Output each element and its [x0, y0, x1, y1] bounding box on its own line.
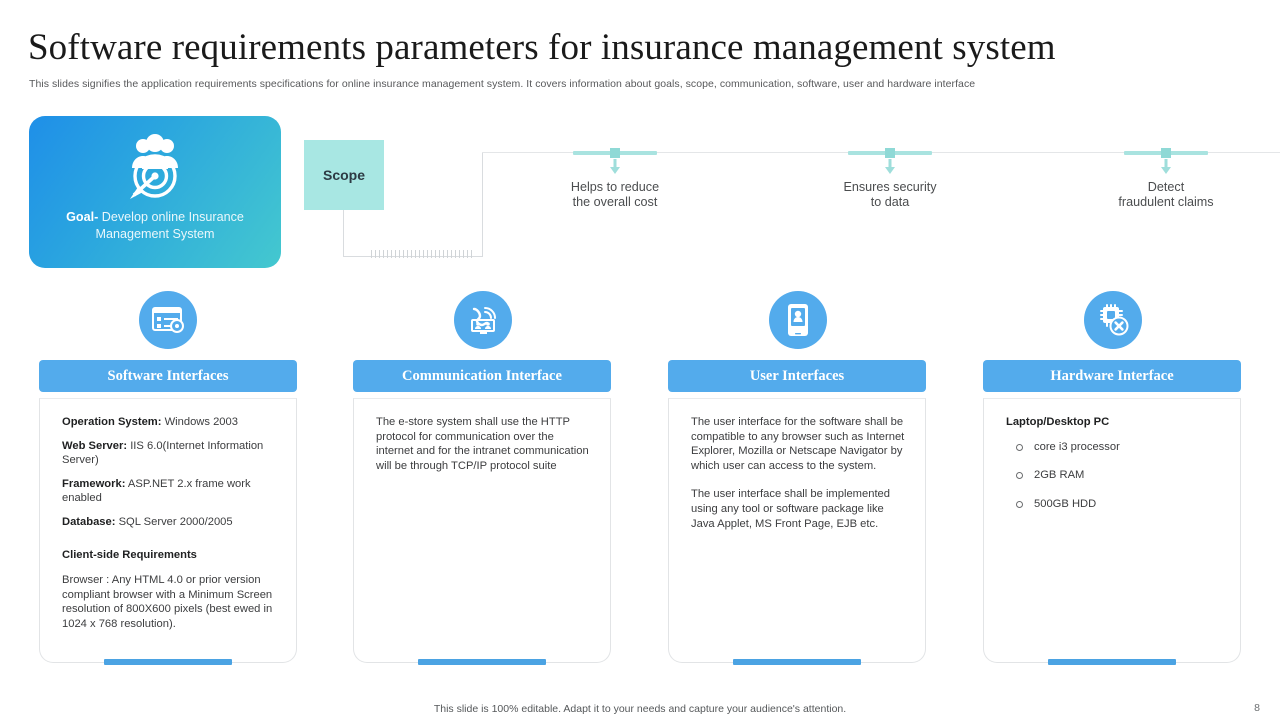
goal-label-bold: Goal- — [66, 210, 99, 224]
card-accent-bar — [418, 659, 546, 665]
card-body: The e-store system shall use the HTTP pr… — [353, 398, 611, 665]
card-accent-bar — [733, 659, 861, 665]
field-value: Windows 2003 — [161, 416, 238, 428]
hardware-spec-list: core i3 processor 2GB RAM 500GB HDD — [1008, 440, 1222, 512]
field-value: The e-store system shall use the HTTP pr… — [376, 416, 589, 472]
section-heading: Client-side Requirements — [62, 548, 197, 561]
card-software-interfaces: Software Interfaces Operation System: Wi… — [39, 360, 297, 665]
list-item: 500GB HDD — [1008, 497, 1222, 512]
field-value: The user interface shall be implemented … — [691, 488, 890, 530]
scope-connector-riser — [482, 152, 483, 257]
target-people-icon — [29, 132, 281, 211]
page-subtitle: This slides signifies the application re… — [29, 78, 976, 90]
list-item: 2GB RAM — [1008, 468, 1222, 483]
field-value: Browser : Any HTML 4.0 or prior version … — [62, 574, 273, 630]
card-accent-bar — [104, 659, 232, 665]
page-number: 8 — [1254, 702, 1260, 714]
section-heading: Laptop/Desktop PC — [1006, 416, 1110, 428]
goal-card: Goal- Develop online Insurance Managemen… — [29, 116, 281, 268]
branch-stem — [888, 159, 892, 169]
mobile-user-icon — [769, 291, 827, 349]
branch-node-icon — [610, 148, 620, 158]
branch-stem — [613, 159, 617, 169]
branch-label: Ensures security to data — [843, 180, 937, 209]
card-user-interfaces: User Interfaces The user interface for t… — [668, 360, 926, 665]
form-settings-icon — [139, 291, 197, 349]
branch-label: Helps to reduce the overall cost — [570, 180, 660, 209]
list-item: core i3 processor — [1008, 440, 1222, 455]
goal-label-rest: Develop online Insurance Management Syst… — [95, 210, 244, 241]
branch-node-icon — [1161, 148, 1171, 158]
communication-monitor-icon — [454, 291, 512, 349]
field-value: ASP.NET 2.x frame work enabled — [62, 477, 251, 505]
field-value: SQL Server 2000/2005 — [115, 515, 233, 528]
card-title: Hardware Interface — [983, 360, 1241, 392]
arrow-down-icon — [885, 167, 895, 174]
scope-label: Scope — [322, 167, 365, 183]
arrow-down-icon — [1161, 167, 1171, 174]
arrow-down-icon — [610, 167, 620, 174]
field-value: IIS 6.0(Internet Information Server) — [62, 439, 264, 467]
field-label: Database: — [62, 515, 116, 528]
card-body: Operation System: Windows 2003 Web Serve… — [39, 398, 297, 665]
field-label: Operation System: — [62, 416, 162, 428]
card-body: Laptop/Desktop PC core i3 processor 2GB … — [983, 398, 1241, 665]
scope-connector-hatch — [371, 250, 475, 258]
chip-tools-icon — [1084, 291, 1142, 349]
branch-label: Detect fraudulent claims — [1118, 180, 1214, 209]
field-label: Web Server: — [62, 439, 128, 452]
goal-label: Goal- Develop online Insurance Managemen… — [43, 209, 267, 243]
card-communication-interface: Communication Interface The e-store syst… — [353, 360, 611, 665]
card-hardware-interface: Hardware Interface Laptop/Desktop PC cor… — [983, 360, 1241, 665]
page-title: Software requirements parameters for ins… — [28, 27, 1056, 68]
card-title: Communication Interface — [353, 360, 611, 392]
card-body: The user interface for the software shal… — [668, 398, 926, 665]
card-title: User Interfaces — [668, 360, 926, 392]
card-title: Software Interfaces — [39, 360, 297, 392]
branch-stem — [1164, 159, 1168, 169]
footer-note: This slide is 100% editable. Adapt it to… — [433, 703, 847, 715]
scope-connector-vertical — [343, 210, 344, 257]
scope-box: Scope — [304, 140, 384, 210]
card-accent-bar — [1048, 659, 1176, 665]
field-label: Framework: — [62, 477, 126, 490]
branch-node-icon — [885, 148, 895, 158]
field-value: The user interface for the software shal… — [691, 416, 905, 472]
